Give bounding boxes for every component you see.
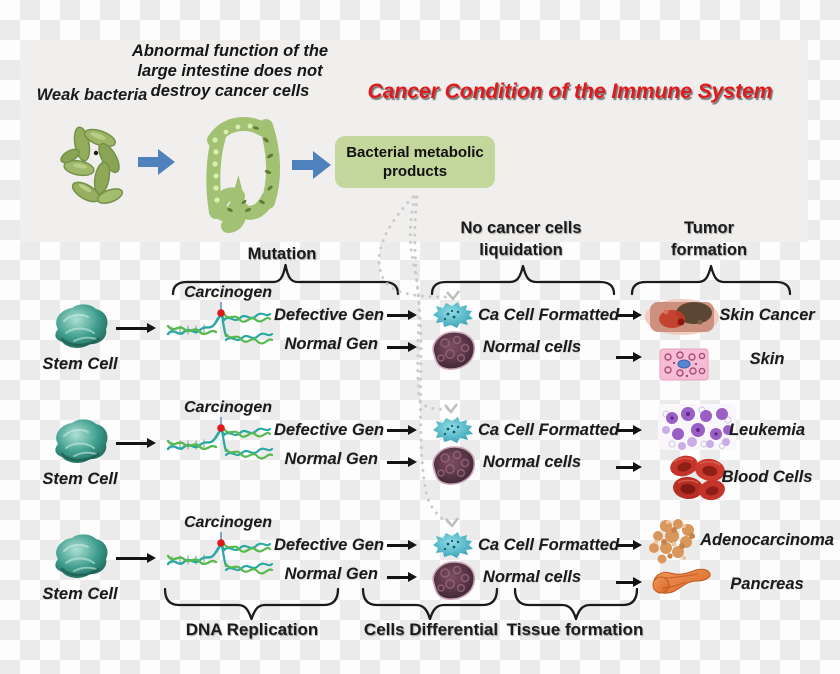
pathway-row-3: Stem Cell Carcinogen Defective Gen Norma… [0, 513, 840, 628]
arrow-stem-to-dna [116, 323, 156, 332]
normal-gen-label: Normal Gen [284, 450, 378, 468]
blood-cells-image [670, 455, 725, 501]
normal-cells-label: Normal cells [482, 568, 582, 586]
tumor-brace [630, 264, 792, 296]
footer-cells-differential: Cells Differential [363, 620, 499, 639]
stem-cell-image [50, 416, 112, 466]
pathway-row-1: Stem Cell Carcinogen Defective Gen Norma… [0, 283, 840, 398]
normal-cell-image [428, 328, 478, 372]
arrow-cacell-to-outcome [616, 310, 642, 319]
arrow-stem-to-dna [116, 438, 156, 447]
dna-mutation-image [164, 302, 274, 350]
stem-cell-label: Stem Cell [42, 585, 118, 603]
footer-dna-replication: DNA Replication [185, 620, 319, 639]
arrow-normalcells-to-outcome [616, 577, 642, 586]
arrow-defective-to-cell [387, 425, 417, 434]
pancreas-image [652, 568, 711, 594]
arrow-normalcells-to-outcome [616, 462, 642, 471]
ca-cell-label: Ca Cell Formatted [478, 421, 620, 439]
mutation-brace [171, 263, 400, 296]
blue-arrow-intestine-to-products [292, 151, 331, 179]
adenocarcinoma-image [649, 519, 695, 564]
arrow-normal-to-cell [387, 572, 417, 581]
arrow-cacell-to-outcome [616, 425, 642, 434]
dotted-arrowhead-row1 [446, 290, 460, 301]
arrow-normal-to-cell [387, 342, 417, 351]
defective-gen-label: Defective Gen [273, 536, 384, 554]
column-header-no-cancer: No cancer cells liquidation [460, 219, 582, 259]
bacterial-metabolic-products-box: Bacterial metabolic products [335, 136, 495, 188]
outcome-top-label: Leukemia [728, 421, 806, 439]
arrow-normal-to-cell [387, 457, 417, 466]
carcinogen-label: Carcinogen [183, 514, 272, 531]
diagram-title: Cancer Condition of the Immune System [367, 80, 773, 103]
leukemia-image [658, 404, 736, 450]
normal-gen-label: Normal Gen [284, 565, 378, 583]
arrow-defective-to-cell [387, 310, 417, 319]
no-cancer-brace [430, 264, 616, 296]
weak-bacteria-label: Weak bacteria [36, 86, 148, 104]
normal-cell-image [428, 443, 478, 487]
dna-mutation-image [164, 532, 274, 580]
stem-cell-image [50, 531, 112, 581]
bacterial-products-dotted-trail [377, 195, 452, 525]
arrow-cacell-to-outcome [616, 540, 642, 549]
defective-gen-label: Defective Gen [273, 306, 384, 324]
carcinogen-label: Carcinogen [183, 399, 272, 416]
ca-cell-label: Ca Cell Formatted [478, 306, 620, 324]
weak-bacteria-image [60, 126, 124, 204]
dotted-arrowhead-row2 [444, 403, 458, 414]
large-intestine-image [206, 117, 281, 233]
column-header-tumor: Tumor formation [670, 219, 748, 259]
pathway-row-2: Stem Cell Carcinogen Defective Gen Norma… [0, 398, 840, 513]
stem-cell-label: Stem Cell [42, 470, 118, 488]
ca-cell-image [430, 531, 474, 559]
defective-gen-label: Defective Gen [273, 421, 384, 439]
abnormal-function-note: Abnormal function of the large intestine… [131, 42, 329, 100]
stem-cell-image [50, 301, 112, 351]
cells-differential-brace [361, 587, 499, 621]
ca-cell-label: Ca Cell Formatted [478, 536, 620, 554]
outcome-bottom-label: Pancreas [730, 575, 804, 593]
skin-cancer-image [645, 299, 719, 335]
footer-tissue-formation: Tissue formation [506, 620, 644, 639]
ca-cell-image [430, 416, 474, 444]
column-header-mutation: Mutation [247, 245, 317, 263]
dotted-arrowhead-row3 [445, 517, 459, 528]
stem-cell-label: Stem Cell [42, 355, 118, 373]
normal-cells-label: Normal cells [482, 453, 582, 471]
arrow-stem-to-dna [116, 553, 156, 562]
outcome-bottom-label: Blood Cells [721, 468, 813, 486]
normal-cell-image [428, 558, 478, 602]
outcome-bottom-label: Skin [749, 350, 785, 368]
normal-gen-label: Normal Gen [284, 335, 378, 353]
arrow-defective-to-cell [387, 540, 417, 549]
ca-cell-image [430, 301, 474, 329]
normal-cells-label: Normal cells [482, 338, 582, 356]
arrow-normalcells-to-outcome [616, 352, 642, 361]
dna-mutation-image [164, 417, 274, 465]
carcinogen-label: Carcinogen [183, 284, 272, 301]
dna-replication-brace [163, 587, 340, 621]
outcome-top-label: Skin Cancer [719, 306, 815, 324]
outcome-top-label: Adenocarcinoma [700, 531, 834, 549]
skin-image [659, 348, 709, 381]
tissue-formation-brace [513, 587, 639, 621]
blue-arrow-bacteria-to-intestine [138, 149, 175, 175]
